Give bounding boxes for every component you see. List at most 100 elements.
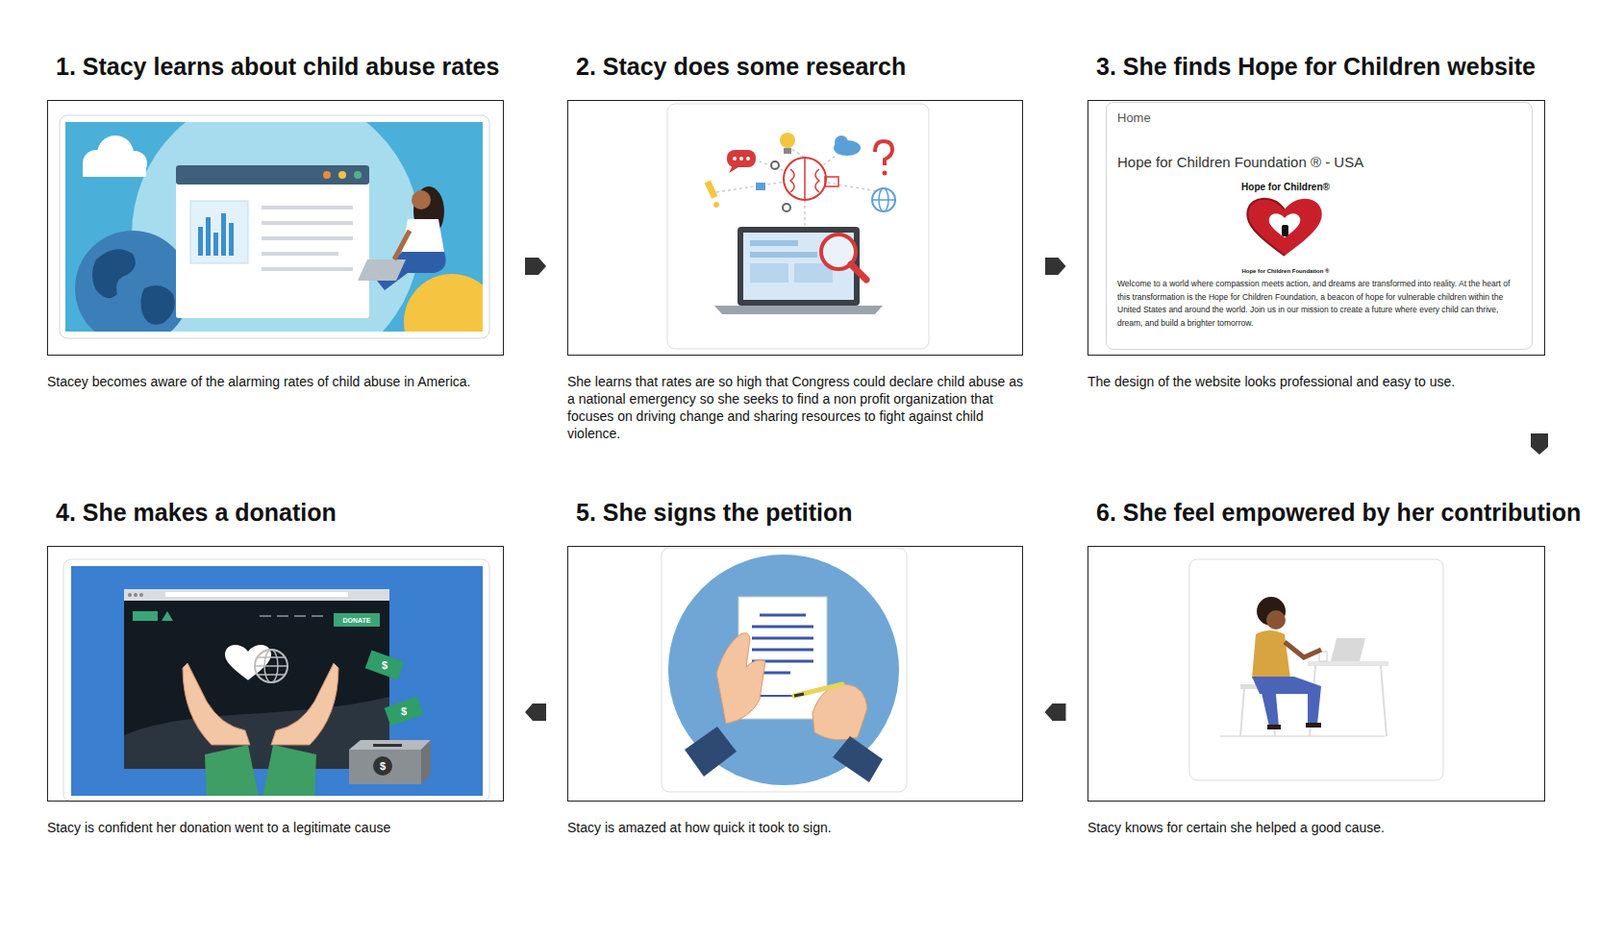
panel-caption: Stacey becomes aware of the alarming rat… xyxy=(47,373,504,391)
heart-logo-shape-shape xyxy=(1247,199,1322,256)
ideas-illustration-shape xyxy=(850,264,867,280)
petition-illustration-shape xyxy=(661,548,907,793)
empowered-illustration-shape xyxy=(1330,638,1366,662)
website-text: Hope for Children Foundation ® xyxy=(1106,267,1465,275)
donation-illustration-shape-shape xyxy=(204,745,260,797)
heart-logo-shape-shape-shape xyxy=(1269,213,1301,238)
donation-illustration-shape-shape xyxy=(254,657,288,675)
panel-caption: Stacy knows for certain she helped a goo… xyxy=(1087,819,1546,837)
panel-frame xyxy=(567,546,1024,802)
donate-button-text: DONATE xyxy=(342,617,371,625)
website-text: Hope for Children Foundation ® - USA xyxy=(1117,152,1522,173)
empowered-illustration-shape xyxy=(1189,559,1444,781)
research-illustration-shape-shape xyxy=(403,274,483,332)
dollar-sign: $ xyxy=(381,660,388,672)
donation-illustration-shape xyxy=(63,559,490,802)
panel-caption: The design of the website looks professi… xyxy=(1087,373,1546,391)
donation-illustration-shape-shape xyxy=(165,592,349,598)
donation-illustration-shape-shape xyxy=(127,593,132,598)
ideas-illustration-shape xyxy=(882,171,888,176)
ideas-illustration-shape xyxy=(739,156,744,161)
panel-frame xyxy=(567,100,1024,356)
panel-heading: 3. She finds Hope for Children website xyxy=(1087,51,1536,81)
donation-illustration-shape-shape xyxy=(365,650,405,680)
ideas-illustration-shape xyxy=(716,146,883,227)
ideas-illustration-shape xyxy=(825,176,839,187)
research-illustration-shape xyxy=(65,122,483,332)
ideas-illustration-shape xyxy=(872,199,896,201)
ideas-illustration-shape xyxy=(783,157,826,200)
panel-frame xyxy=(47,546,504,802)
research-illustration-shape xyxy=(353,171,362,179)
ideas-illustration-shape xyxy=(782,203,791,212)
story-panel: 2. Stacy does some researchShe learns th… xyxy=(567,51,1024,443)
website-text: Home xyxy=(1117,109,1406,127)
donation-illustration-shape-shape xyxy=(349,750,422,785)
empowered-illustration-shape xyxy=(1267,725,1281,730)
empowered-illustration-shape xyxy=(1305,723,1322,728)
heart-logo-shape-shape xyxy=(1269,213,1301,238)
petition-illustration-shape xyxy=(794,684,843,697)
dollar-sign: $ xyxy=(379,761,386,773)
story-panel: 3. She finds Hope for Children websiteHo… xyxy=(1087,51,1546,391)
donation-illustration-shape-shape xyxy=(259,615,324,618)
story-panel: 1. Stacy learns about child abuse ratesS… xyxy=(47,51,504,391)
donation-illustration-shape-shape xyxy=(124,589,390,770)
research-illustration-shape xyxy=(175,165,370,185)
ideas-illustration-shape xyxy=(771,161,779,170)
flow-arrow xyxy=(1023,711,1088,713)
research-illustration xyxy=(59,90,500,379)
petition-illustration-shape xyxy=(832,736,883,783)
donation-illustration-shape-shape xyxy=(132,611,158,622)
panel-heading: 5. She signs the petition xyxy=(567,498,853,527)
ideas-illustration-shape xyxy=(834,135,849,150)
research-illustration-shape xyxy=(261,251,339,256)
story-panel: 6. She feel empowered by her contributio… xyxy=(1087,498,1546,837)
research-illustration-shape xyxy=(394,230,410,260)
research-illustration-shape xyxy=(198,226,203,256)
research-illustration-shape xyxy=(228,223,234,256)
panel-heading: 2. Stacy does some research xyxy=(567,51,906,81)
ideas-illustration-shape xyxy=(779,132,796,149)
donation-illustration-shape-shape xyxy=(373,756,393,776)
ideas-illustration-shape xyxy=(875,141,893,166)
donation-illustration-shape-shape xyxy=(271,663,339,746)
panel-heading: 1. Stacy learns about child abuse rates xyxy=(47,51,500,81)
ideas-illustration-shape xyxy=(746,156,750,161)
panel-frame xyxy=(1087,546,1546,802)
donation-illustration-shape-shape xyxy=(384,696,425,726)
panel-frame xyxy=(47,100,504,356)
empowered-illustration-shape xyxy=(1251,676,1322,725)
petition-illustration xyxy=(661,548,907,793)
research-illustration-shape-shape xyxy=(92,249,136,299)
panel-heading: 6. She feel empowered by her contributio… xyxy=(1087,498,1581,527)
research-illustration-shape xyxy=(175,165,370,319)
research-illustration-shape xyxy=(261,236,353,241)
research-illustration-shape xyxy=(323,171,331,179)
website-text: Hope for Children® xyxy=(1106,180,1465,195)
ideas-illustration-shape xyxy=(750,251,818,258)
flow-arrow xyxy=(1539,390,1541,499)
empowered-illustration-shape xyxy=(1307,661,1389,667)
research-illustration-shape xyxy=(411,190,431,210)
donation-illustration-shape-shape xyxy=(254,650,288,683)
heart-logo-shape-shape xyxy=(1281,225,1289,237)
ideas-illustration-shape xyxy=(783,148,792,154)
research-illustration-shape xyxy=(261,221,353,225)
donation-illustration xyxy=(63,559,490,803)
ideas-illustration-shape xyxy=(714,305,883,315)
donation-illustration-shape-shape xyxy=(182,663,250,746)
donation-illustration-shape-shape xyxy=(333,613,380,627)
ideas-illustration-shape xyxy=(667,103,929,350)
ideas-illustration-shape xyxy=(713,201,720,208)
website-card: HomeHope for Children Foundation ® - USA… xyxy=(1105,101,1533,350)
research-illustration-shape-shape xyxy=(82,163,147,177)
ideas-illustration-shape xyxy=(737,226,860,306)
panel-caption: She learns that rates are so high that C… xyxy=(567,373,1024,443)
donation-illustration-shape-shape xyxy=(373,744,402,748)
panel-caption: Stacy is confident her donation went to … xyxy=(47,819,504,837)
petition-illustration-shape xyxy=(684,726,737,777)
